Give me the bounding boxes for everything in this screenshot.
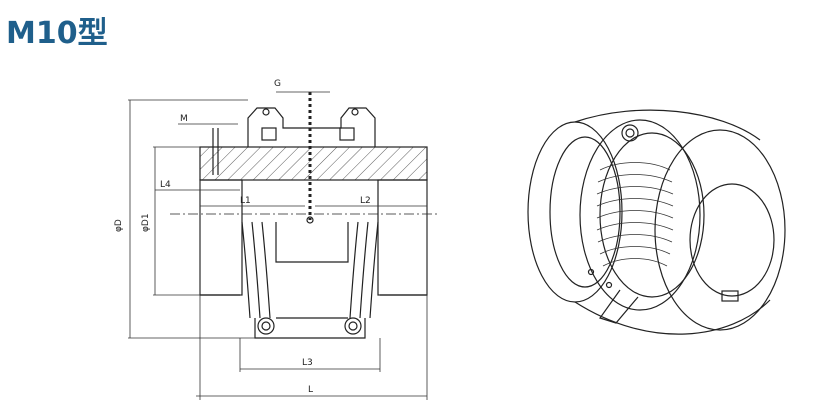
bolt-hole-right xyxy=(351,108,359,116)
dim-label-M: M xyxy=(180,114,188,124)
shaft-bore xyxy=(689,183,775,297)
dim-label-L1: L1 xyxy=(240,196,251,206)
left-hub-flange xyxy=(527,121,623,303)
cover-bolt-icon xyxy=(621,124,639,142)
bottom-bolt-left xyxy=(257,317,275,335)
section-view: G M L4 L1 L2 L3 L φD φD1 xyxy=(114,79,440,400)
right-hub xyxy=(654,129,786,331)
grid-spring-coils xyxy=(596,162,674,267)
hub-right xyxy=(377,179,428,296)
hub-left xyxy=(199,179,243,296)
cover-hatched-section xyxy=(199,146,428,181)
bottom-bolt-right xyxy=(344,317,362,335)
dim-label-phiD: φD xyxy=(114,219,124,232)
page-title: M10型 xyxy=(6,16,108,51)
isometric-view xyxy=(527,109,786,335)
dim-label-L3: L3 xyxy=(302,358,313,368)
dim-label-phiD1: φD1 xyxy=(141,213,151,232)
dim-label-L: L xyxy=(308,385,313,395)
dim-label-L4: L4 xyxy=(160,180,171,190)
top-bracket xyxy=(247,107,376,147)
dim-label-L2: L2 xyxy=(360,196,371,206)
grid-body xyxy=(579,119,701,311)
dim-label-G: G xyxy=(274,79,281,89)
bolt-left xyxy=(261,127,277,141)
keyway xyxy=(721,290,739,302)
bolt-hole-left xyxy=(262,108,270,116)
bolt-right xyxy=(339,127,355,141)
